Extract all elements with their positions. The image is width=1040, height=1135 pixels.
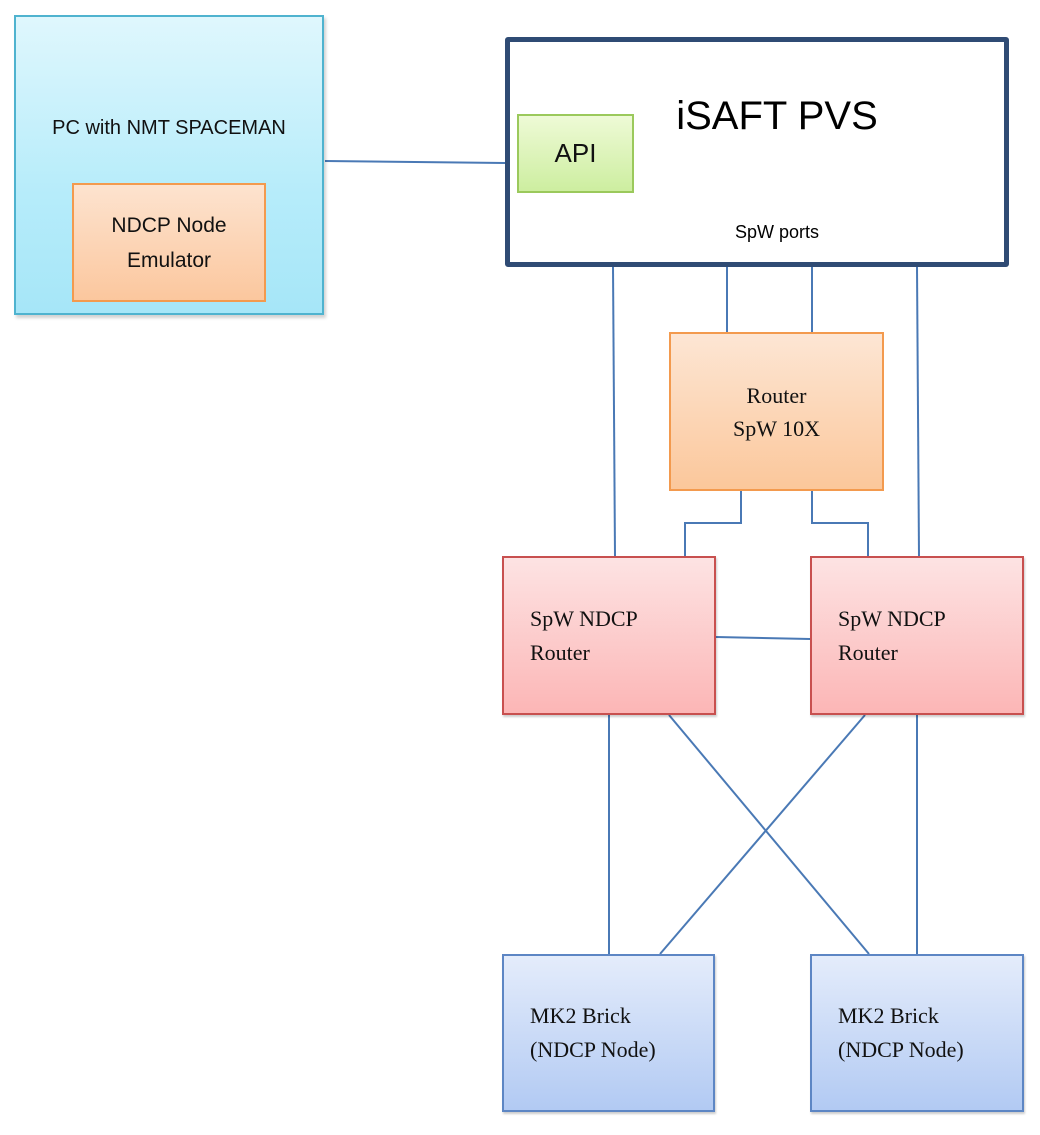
mk2-brick-right: MK2 Brick (NDCP Node) xyxy=(810,954,1024,1112)
ndcp-router-label-line2: Router xyxy=(530,639,590,665)
ndcp-router-label-line2: Router xyxy=(838,639,898,665)
router10x-label-line1: Router xyxy=(746,382,807,408)
router10x-label-line2: SpW 10X xyxy=(733,415,820,441)
router-spw-10x-node: Router SpW 10X xyxy=(669,332,884,491)
link-router-router xyxy=(715,636,811,640)
brick-label-line1: MK2 Brick xyxy=(530,1003,631,1028)
spw-ndcp-router-left: SpW NDCP Router xyxy=(502,556,716,715)
emulator-label-line1: NDCP Node xyxy=(111,213,227,237)
link-router-right-brick-left xyxy=(659,714,866,955)
api-node: API xyxy=(517,114,634,193)
spw-ndcp-router-right: SpW NDCP Router xyxy=(810,556,1024,715)
emulator-label-line2: Emulator xyxy=(126,248,212,272)
isaft-pvs-node: iSAFT PVS SpW ports xyxy=(505,37,1009,267)
link-pvs-router-left xyxy=(612,266,616,557)
link-router-left-brick-right xyxy=(668,714,870,955)
ndcp-router-label-line1: SpW NDCP xyxy=(838,605,946,631)
link-pvs-router-right xyxy=(916,266,920,557)
ndcp-router-label-line1: SpW NDCP xyxy=(530,605,638,631)
pc-label: PC with NMT SPACEMAN xyxy=(52,117,286,139)
api-label: API xyxy=(554,138,597,168)
brick-label-line2: (NDCP Node) xyxy=(530,1037,656,1062)
pvs-title: iSAFT PVS xyxy=(676,94,878,138)
pvs-ports-label: SpW ports xyxy=(734,222,820,242)
link-router10x-router-right xyxy=(811,491,869,556)
ndcp-node-emulator: NDCP Node Emulator xyxy=(72,183,266,302)
brick-label-line2: (NDCP Node) xyxy=(838,1037,964,1062)
link-pc-pvs xyxy=(324,160,506,164)
mk2-brick-left: MK2 Brick (NDCP Node) xyxy=(502,954,715,1112)
link-router10x-router-left xyxy=(684,491,742,556)
brick-label-line1: MK2 Brick xyxy=(838,1003,939,1028)
